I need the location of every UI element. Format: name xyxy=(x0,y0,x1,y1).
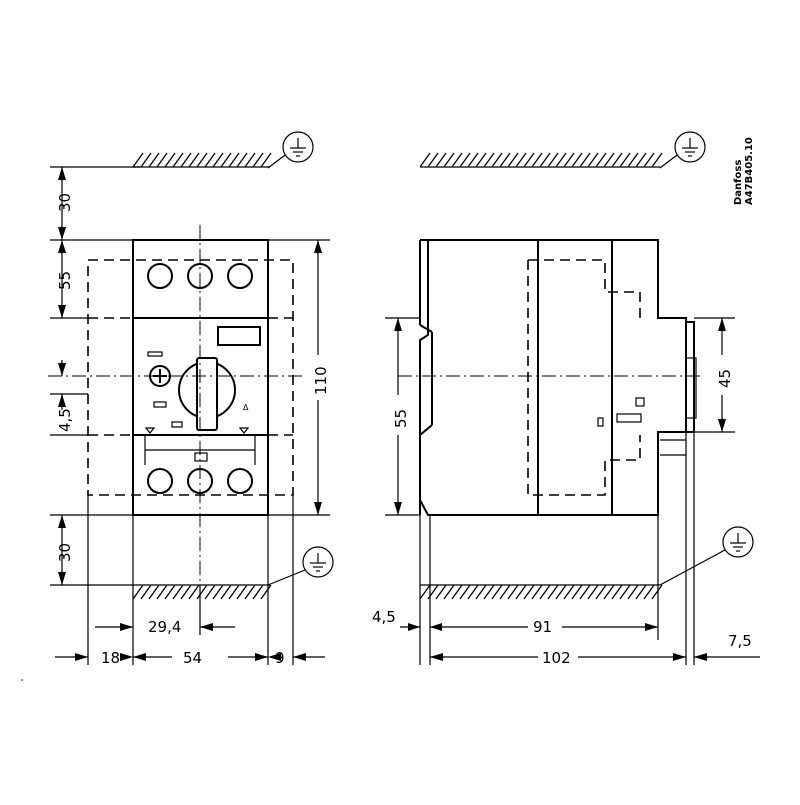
terminal-top-3 xyxy=(227,263,253,289)
terminal-bottom-3 xyxy=(227,468,253,494)
dim-side-mount-spacing: 55 xyxy=(392,409,410,428)
dim-front-height: 110 xyxy=(312,366,330,395)
dim-front-top-clearance: 30 xyxy=(56,193,74,212)
dim-front-offset: 4,5 xyxy=(56,408,74,432)
bottom-left-ground-plane xyxy=(132,584,272,600)
dim-front-bottom-clearance: 30 xyxy=(56,543,74,562)
dim-front-mount-spacing: 55 xyxy=(56,271,74,290)
terminal-top-1 xyxy=(147,263,173,289)
terminal-bottom-1 xyxy=(147,468,173,494)
side-body-outline xyxy=(419,239,687,516)
dim-side-total-depth: 102 xyxy=(542,649,571,667)
dim-side-rail-height: 45 xyxy=(716,369,734,388)
terminal-top-2 xyxy=(187,263,213,289)
bottom-right-ground-plane xyxy=(419,584,663,600)
drawing-reference: Danfoss A47B405.10 xyxy=(733,137,755,205)
dimension-lines xyxy=(50,166,760,665)
brand-label: Danfoss xyxy=(733,160,744,205)
top-left-ground-plane xyxy=(132,152,272,168)
svg-text:Δ: Δ xyxy=(243,403,249,412)
drawing-code: A47B405.10 xyxy=(744,137,755,205)
din-rail xyxy=(685,321,695,433)
front-envelope-dashed xyxy=(87,259,294,496)
label-window xyxy=(217,326,261,346)
earth-symbol-top-right xyxy=(659,131,706,169)
side-view xyxy=(398,239,700,516)
top-right-ground-plane xyxy=(419,152,663,168)
dim-front-right-margin: 9 xyxy=(275,649,285,667)
dim-front-hole-spacing: 29,4 xyxy=(148,618,181,636)
front-view: Δ xyxy=(48,225,305,600)
earth-symbol-bottom-right xyxy=(659,526,754,586)
dimension-labels: 30 55 4,5 30 110 29,4 18 54 9 55 45 4,5 … xyxy=(56,193,752,667)
dim-side-depth: 91 xyxy=(533,618,552,636)
earth-symbol-bottom-left xyxy=(267,546,334,586)
dim-side-right-margin: 7,5 xyxy=(728,632,752,650)
earth-symbol-top-left xyxy=(267,131,314,169)
dim-front-width: 54 xyxy=(183,649,202,667)
dim-side-rail-offset: 4,5 xyxy=(372,608,396,626)
dim-front-left-margin: 18 xyxy=(101,649,120,667)
